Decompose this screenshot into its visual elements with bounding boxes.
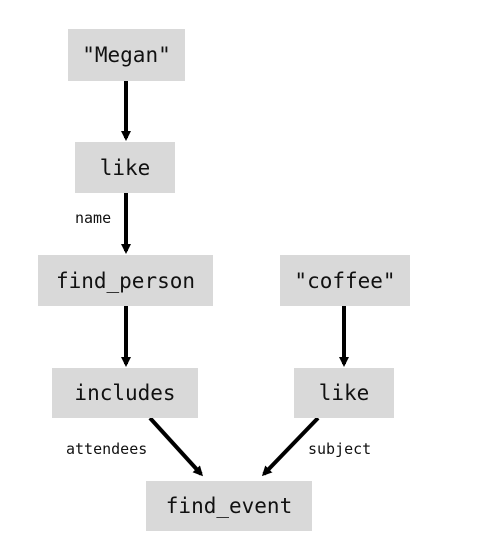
edge-label-name: name [75, 209, 112, 227]
edge-includes-to-find-event [148, 416, 204, 477]
edge-label-subject: subject [308, 440, 372, 458]
edge-like-to-find-event [261, 416, 320, 477]
node-like-right: like [294, 368, 394, 418]
node-coffee: "coffee" [280, 255, 410, 306]
node-find-person: find_person [38, 255, 213, 306]
node-like-top: like [75, 142, 175, 193]
node-includes: includes [52, 368, 198, 418]
node-find-event: find_event [146, 481, 312, 531]
edge-label-attendees: attendees [66, 440, 148, 458]
node-megan: "Megan" [68, 29, 185, 81]
